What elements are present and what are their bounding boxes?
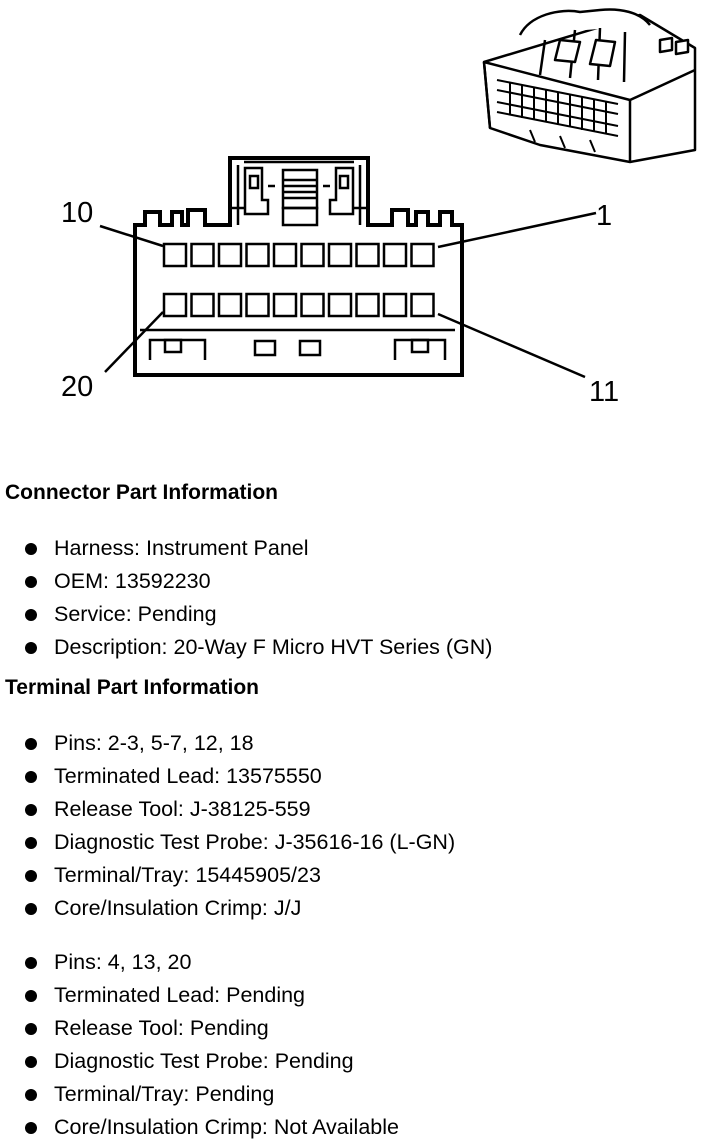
list-item: Diagnostic Test Probe: Pending bbox=[0, 1045, 399, 1078]
pin-cavity-bottom bbox=[245, 292, 270, 318]
pin-cavity-top bbox=[327, 242, 353, 268]
terminal-info-group-1: Pins: 2-3, 5-7, 12, 18 Terminated Lead: 1… bbox=[0, 727, 455, 925]
pin-label-10: 10 bbox=[61, 197, 93, 229]
connector-diagram: 10 1 20 11 bbox=[61, 8, 697, 408]
list-item: Harness: Instrument Panel bbox=[0, 532, 492, 565]
pin-cavity-bottom bbox=[355, 292, 380, 318]
list-item-text: Pins: 2-3, 5-7, 12, 18 bbox=[54, 731, 254, 755]
list-item-text: Terminal/Tray: 15445905/23 bbox=[54, 863, 321, 887]
pin-cavity-top bbox=[162, 242, 188, 268]
pin-cavity-top bbox=[410, 242, 435, 268]
bullet-icon bbox=[25, 903, 37, 915]
pin-label-20: 20 bbox=[61, 371, 93, 403]
connector-bottom-keys bbox=[140, 328, 455, 360]
bullet-icon bbox=[25, 1056, 37, 1068]
list-item: Terminal/Tray: 15445905/23 bbox=[0, 859, 455, 892]
terminal-info-title: Terminal Part Information bbox=[5, 676, 259, 699]
pin-cavity-top bbox=[300, 242, 325, 268]
pin-cavity-bottom bbox=[162, 292, 188, 318]
bullet-icon bbox=[25, 957, 37, 969]
pin-label-1: 1 bbox=[596, 200, 612, 232]
bullet-icon bbox=[25, 1122, 37, 1134]
pin-cavity-top bbox=[382, 242, 408, 268]
list-item-text: Diagnostic Test Probe: Pending bbox=[54, 1049, 354, 1073]
bullet-icon bbox=[25, 870, 37, 882]
bullet-icon bbox=[25, 1023, 37, 1035]
pin-cavity-bottom bbox=[382, 292, 408, 318]
bullet-icon bbox=[25, 837, 37, 849]
list-item-text: Terminated Lead: Pending bbox=[54, 983, 306, 1007]
pin-cavity-bottom bbox=[272, 292, 298, 318]
list-item-text: Core/Insulation Crimp: Not Available bbox=[54, 1115, 399, 1139]
list-item-text: Terminal/Tray: Pending bbox=[54, 1082, 275, 1106]
connector-3d-illustration bbox=[482, 8, 697, 164]
bullet-icon bbox=[25, 543, 37, 555]
list-item-text: Core/Insulation Crimp: J/J bbox=[54, 896, 302, 920]
bullet-icon bbox=[25, 804, 37, 816]
list-item: Service: Pending bbox=[0, 598, 492, 631]
list-item-text: Description: 20-Way F Micro HVT Series (… bbox=[54, 635, 493, 659]
list-item: Terminated Lead: Pending bbox=[0, 979, 399, 1012]
pin-leader-lines bbox=[99, 211, 597, 379]
bullet-icon bbox=[25, 609, 37, 621]
list-item: Pins: 2-3, 5-7, 12, 18 bbox=[0, 727, 455, 760]
pin-cavity-bottom bbox=[217, 292, 243, 318]
list-item-text: Service: Pending bbox=[54, 602, 217, 626]
list-item: Pins: 4, 13, 20 bbox=[0, 946, 399, 979]
pin-cavity-top bbox=[272, 242, 298, 268]
list-item-text: Pins: 4, 13, 20 bbox=[54, 950, 192, 974]
bullet-icon bbox=[25, 990, 37, 1002]
pin-cavity-bottom bbox=[327, 292, 353, 318]
list-item-text: Release Tool: J-38125-559 bbox=[54, 797, 311, 821]
pin-cavity-top bbox=[355, 242, 380, 268]
list-item: Terminal/Tray: Pending bbox=[0, 1078, 399, 1111]
pin-cavities bbox=[162, 242, 435, 318]
list-item: Core/Insulation Crimp: Not Available bbox=[0, 1111, 399, 1144]
pin-cavity-bottom bbox=[410, 292, 435, 318]
pin-label-11: 11 bbox=[589, 376, 619, 408]
pin-cavity-top bbox=[245, 242, 270, 268]
list-item: Terminated Lead: 13575550 bbox=[0, 760, 455, 793]
list-item-text: Harness: Instrument Panel bbox=[54, 536, 309, 560]
list-item: Release Tool: J-38125-559 bbox=[0, 793, 455, 826]
pin-cavity-bottom bbox=[190, 292, 215, 318]
bullet-icon bbox=[25, 576, 37, 588]
list-item-text: Diagnostic Test Probe: J-35616-16 (L-GN) bbox=[54, 830, 456, 854]
bullet-icon bbox=[25, 738, 37, 750]
bullet-icon bbox=[25, 642, 37, 654]
list-item-text: Terminated Lead: 13575550 bbox=[54, 764, 322, 788]
connector-info-title: Connector Part Information bbox=[5, 481, 279, 504]
bullet-icon bbox=[25, 1089, 37, 1101]
list-item-text: Release Tool: Pending bbox=[54, 1016, 269, 1040]
list-item: Description: 20-Way F Micro HVT Series (… bbox=[0, 631, 492, 664]
list-item: Core/Insulation Crimp: J/J bbox=[0, 892, 455, 925]
connector-latch bbox=[232, 160, 366, 227]
bullet-icon bbox=[25, 771, 37, 783]
list-item: OEM: 13592230 bbox=[0, 565, 492, 598]
list-item-text: OEM: 13592230 bbox=[54, 569, 211, 593]
connector-face bbox=[133, 156, 464, 377]
pin-cavity-bottom bbox=[300, 292, 325, 318]
pin-cavity-top bbox=[217, 242, 243, 268]
list-item: Release Tool: Pending bbox=[0, 1012, 399, 1045]
pin-cavity-top bbox=[190, 242, 215, 268]
list-item: Diagnostic Test Probe: J-35616-16 (L-GN) bbox=[0, 826, 455, 859]
